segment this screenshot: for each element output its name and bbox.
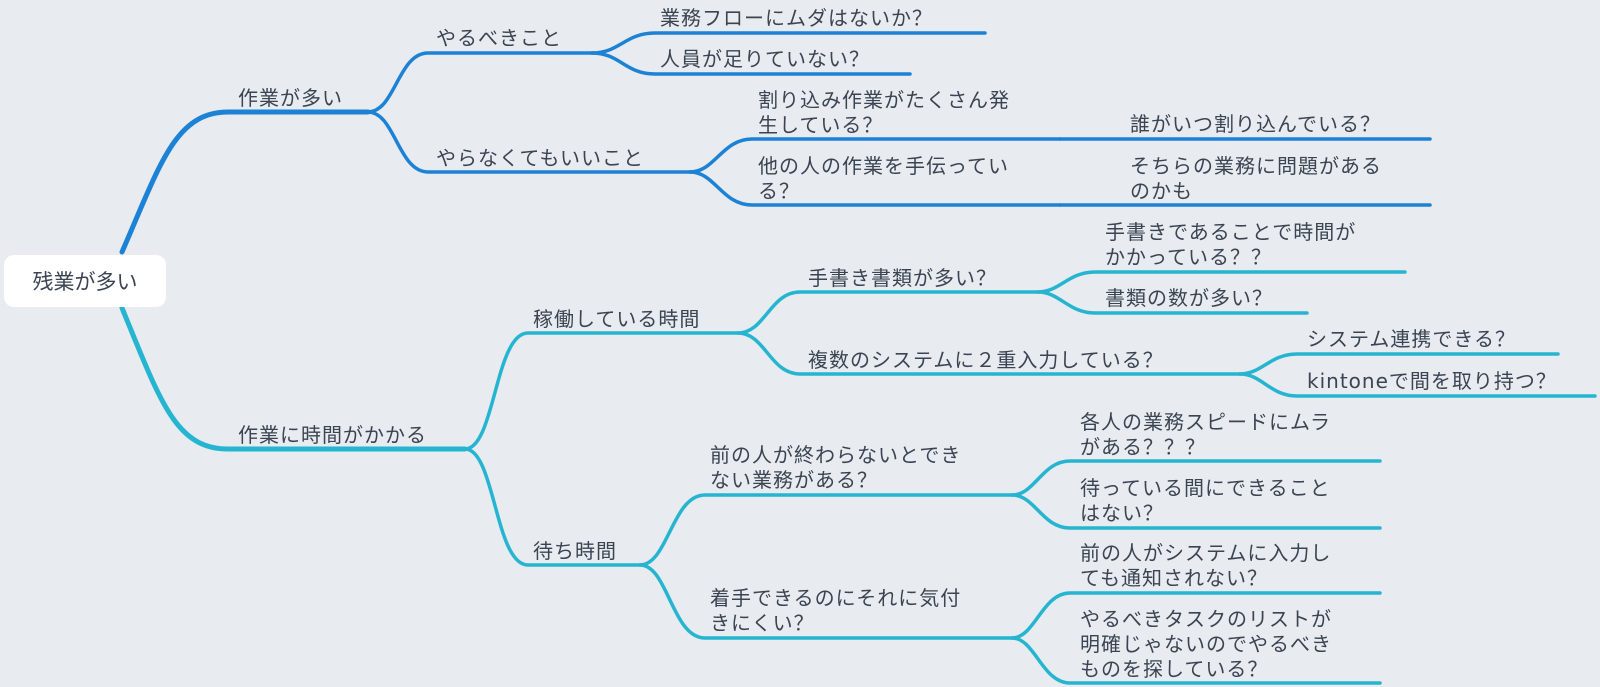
topic-hard-to-notice[interactable]: 着手できるのにそれに気付 きにくい？	[710, 586, 962, 635]
topic-time-consuming[interactable]: 作業に時間がかかる	[238, 423, 427, 447]
topic-other-task-problem[interactable]: そちらの業務に問題がある のかも	[1130, 154, 1382, 203]
topic-handwriting-slow[interactable]: 手書きであることで時間が かかっている？？	[1105, 220, 1357, 269]
topic-working-time[interactable]: 稼働している時間	[533, 307, 701, 331]
topic-double-entry[interactable]: 複数のシステムに２重入力している？	[808, 348, 1164, 372]
topic-wait-alternatives[interactable]: 待っている間にできること はない？	[1080, 476, 1331, 525]
topic-unclear-task-list[interactable]: やるべきタスクのリストが 明確じゃないのでやるべき ものを探している？	[1080, 607, 1332, 681]
topic-speed-variance[interactable]: 各人の業務スピードにムラ がある？？？	[1080, 410, 1331, 459]
topic-helping-others[interactable]: 他の人の作業を手伝ってい る？	[758, 154, 1009, 203]
topic-need-not-do[interactable]: やらなくてもいいこと	[436, 146, 644, 170]
topic-dependency[interactable]: 前の人が終わらないとでき ない業務がある？	[710, 443, 962, 492]
topic-who-interrupts[interactable]: 誰がいつ割り込んでいる？	[1130, 112, 1381, 136]
topic-no-notification[interactable]: 前の人がシステムに入力し ても通知されない？	[1080, 541, 1332, 590]
topic-should-do[interactable]: やるべきこと	[436, 26, 562, 50]
topic-handwritten-docs[interactable]: 手書き書類が多い？	[808, 266, 997, 290]
topic-waiting-time[interactable]: 待ち時間	[533, 539, 617, 563]
topic-many-docs[interactable]: 書類の数が多い？	[1105, 286, 1273, 310]
topic-interrupt-work[interactable]: 割り込み作業がたくさん発 生している？	[758, 88, 1010, 137]
topic-kintone[interactable]: kintoneで間を取り持つ？	[1307, 369, 1557, 393]
topic-system-integration[interactable]: システム連携できる？	[1307, 327, 1516, 351]
workload-connectors	[119, 31, 1432, 255]
topic-staff-shortage[interactable]: 人員が足りていない？	[660, 47, 870, 71]
topic-workload[interactable]: 作業が多い	[238, 86, 343, 110]
topic-flow-waste[interactable]: 業務フローにムダはないか？	[660, 6, 933, 30]
root-topic-label: 残業が多い	[32, 270, 138, 294]
time-connectors	[119, 270, 1597, 685]
root-topic[interactable]: 残業が多い	[4, 255, 166, 307]
